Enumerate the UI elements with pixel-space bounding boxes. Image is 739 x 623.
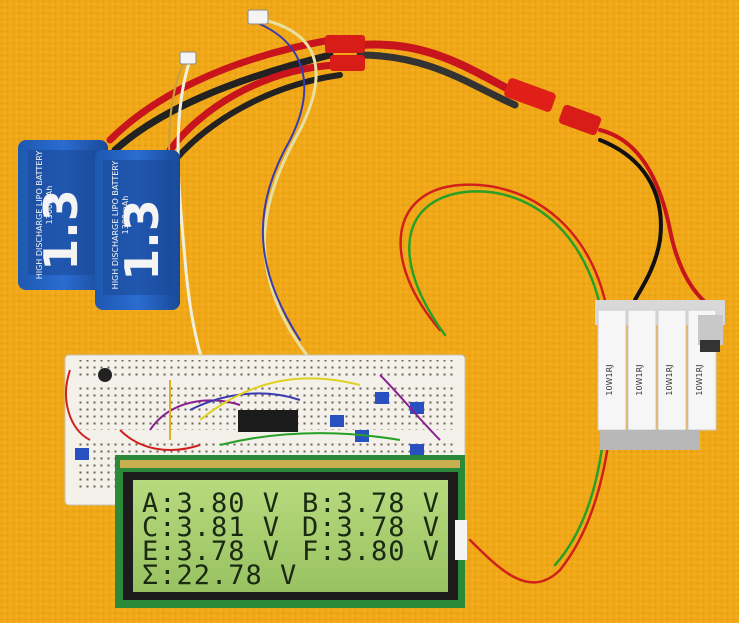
- battery-1-type: HIGH DISCHARGE LIPO BATTERY: [35, 151, 44, 280]
- battery-2-big-label: 1.3: [115, 199, 169, 281]
- connectors: [179, 9, 602, 136]
- lcd-module: A:3.80 V B:3.78 V C:3.81 V D:3.78 V E:3.…: [115, 455, 467, 608]
- lcd-screen: [133, 480, 448, 592]
- lcd-row2-right: D:3.78 V: [302, 512, 440, 543]
- battery-2-type: HIGH DISCHARGE LIPO BATTERY: [111, 161, 120, 290]
- resistor-bank: 10W1RJ 10W1RJ 10W1RJ 10W1RJ: [595, 300, 725, 450]
- lcd-row1-right: B:3.78 V: [302, 488, 440, 519]
- resistor-4-label: 10W1RJ: [695, 364, 704, 395]
- jumper-wires: [65, 369, 441, 451]
- resistor-1-label: 10W1RJ: [605, 364, 614, 395]
- lcd-row3-right: F:3.80 V: [302, 536, 440, 567]
- resistor-2-label: 10W1RJ: [635, 364, 644, 395]
- lcd-row2-left: C:3.81 V: [142, 512, 280, 543]
- battery-pack-1: 1.3 1300mAh HIGH DISCHARGE LIPO BATTERY: [18, 140, 108, 290]
- lcd-row1-left: A:3.80 V: [142, 488, 280, 519]
- battery-pack-2: 1.3 1300mAh HIGH DISCHARGE LIPO BATTERY: [95, 150, 180, 310]
- resistor-3-label: 10W1RJ: [665, 364, 674, 395]
- battery-1-capacity: 1300mAh: [45, 186, 54, 225]
- lcd-row3-left: E:3.78 V: [142, 536, 280, 567]
- battery-2-capacity: 1300mAh: [121, 196, 130, 235]
- battery-1-big-label: 1.3: [34, 189, 88, 271]
- lcd-row4-left: Σ:22.78 V: [142, 560, 297, 591]
